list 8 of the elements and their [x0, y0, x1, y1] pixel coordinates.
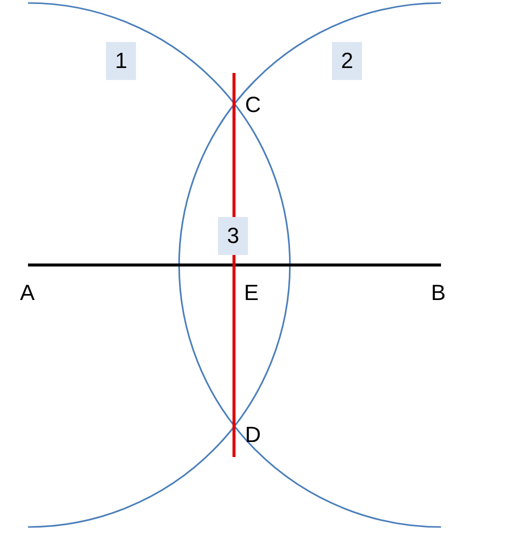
point-label: A	[20, 280, 35, 306]
point-label: D	[245, 422, 261, 448]
point-label: E	[244, 280, 259, 306]
step-number: 3	[218, 217, 248, 255]
point-label: C	[245, 92, 261, 118]
step-number: 1	[106, 42, 136, 80]
point-label: B	[431, 280, 446, 306]
step-number: 2	[332, 42, 362, 80]
